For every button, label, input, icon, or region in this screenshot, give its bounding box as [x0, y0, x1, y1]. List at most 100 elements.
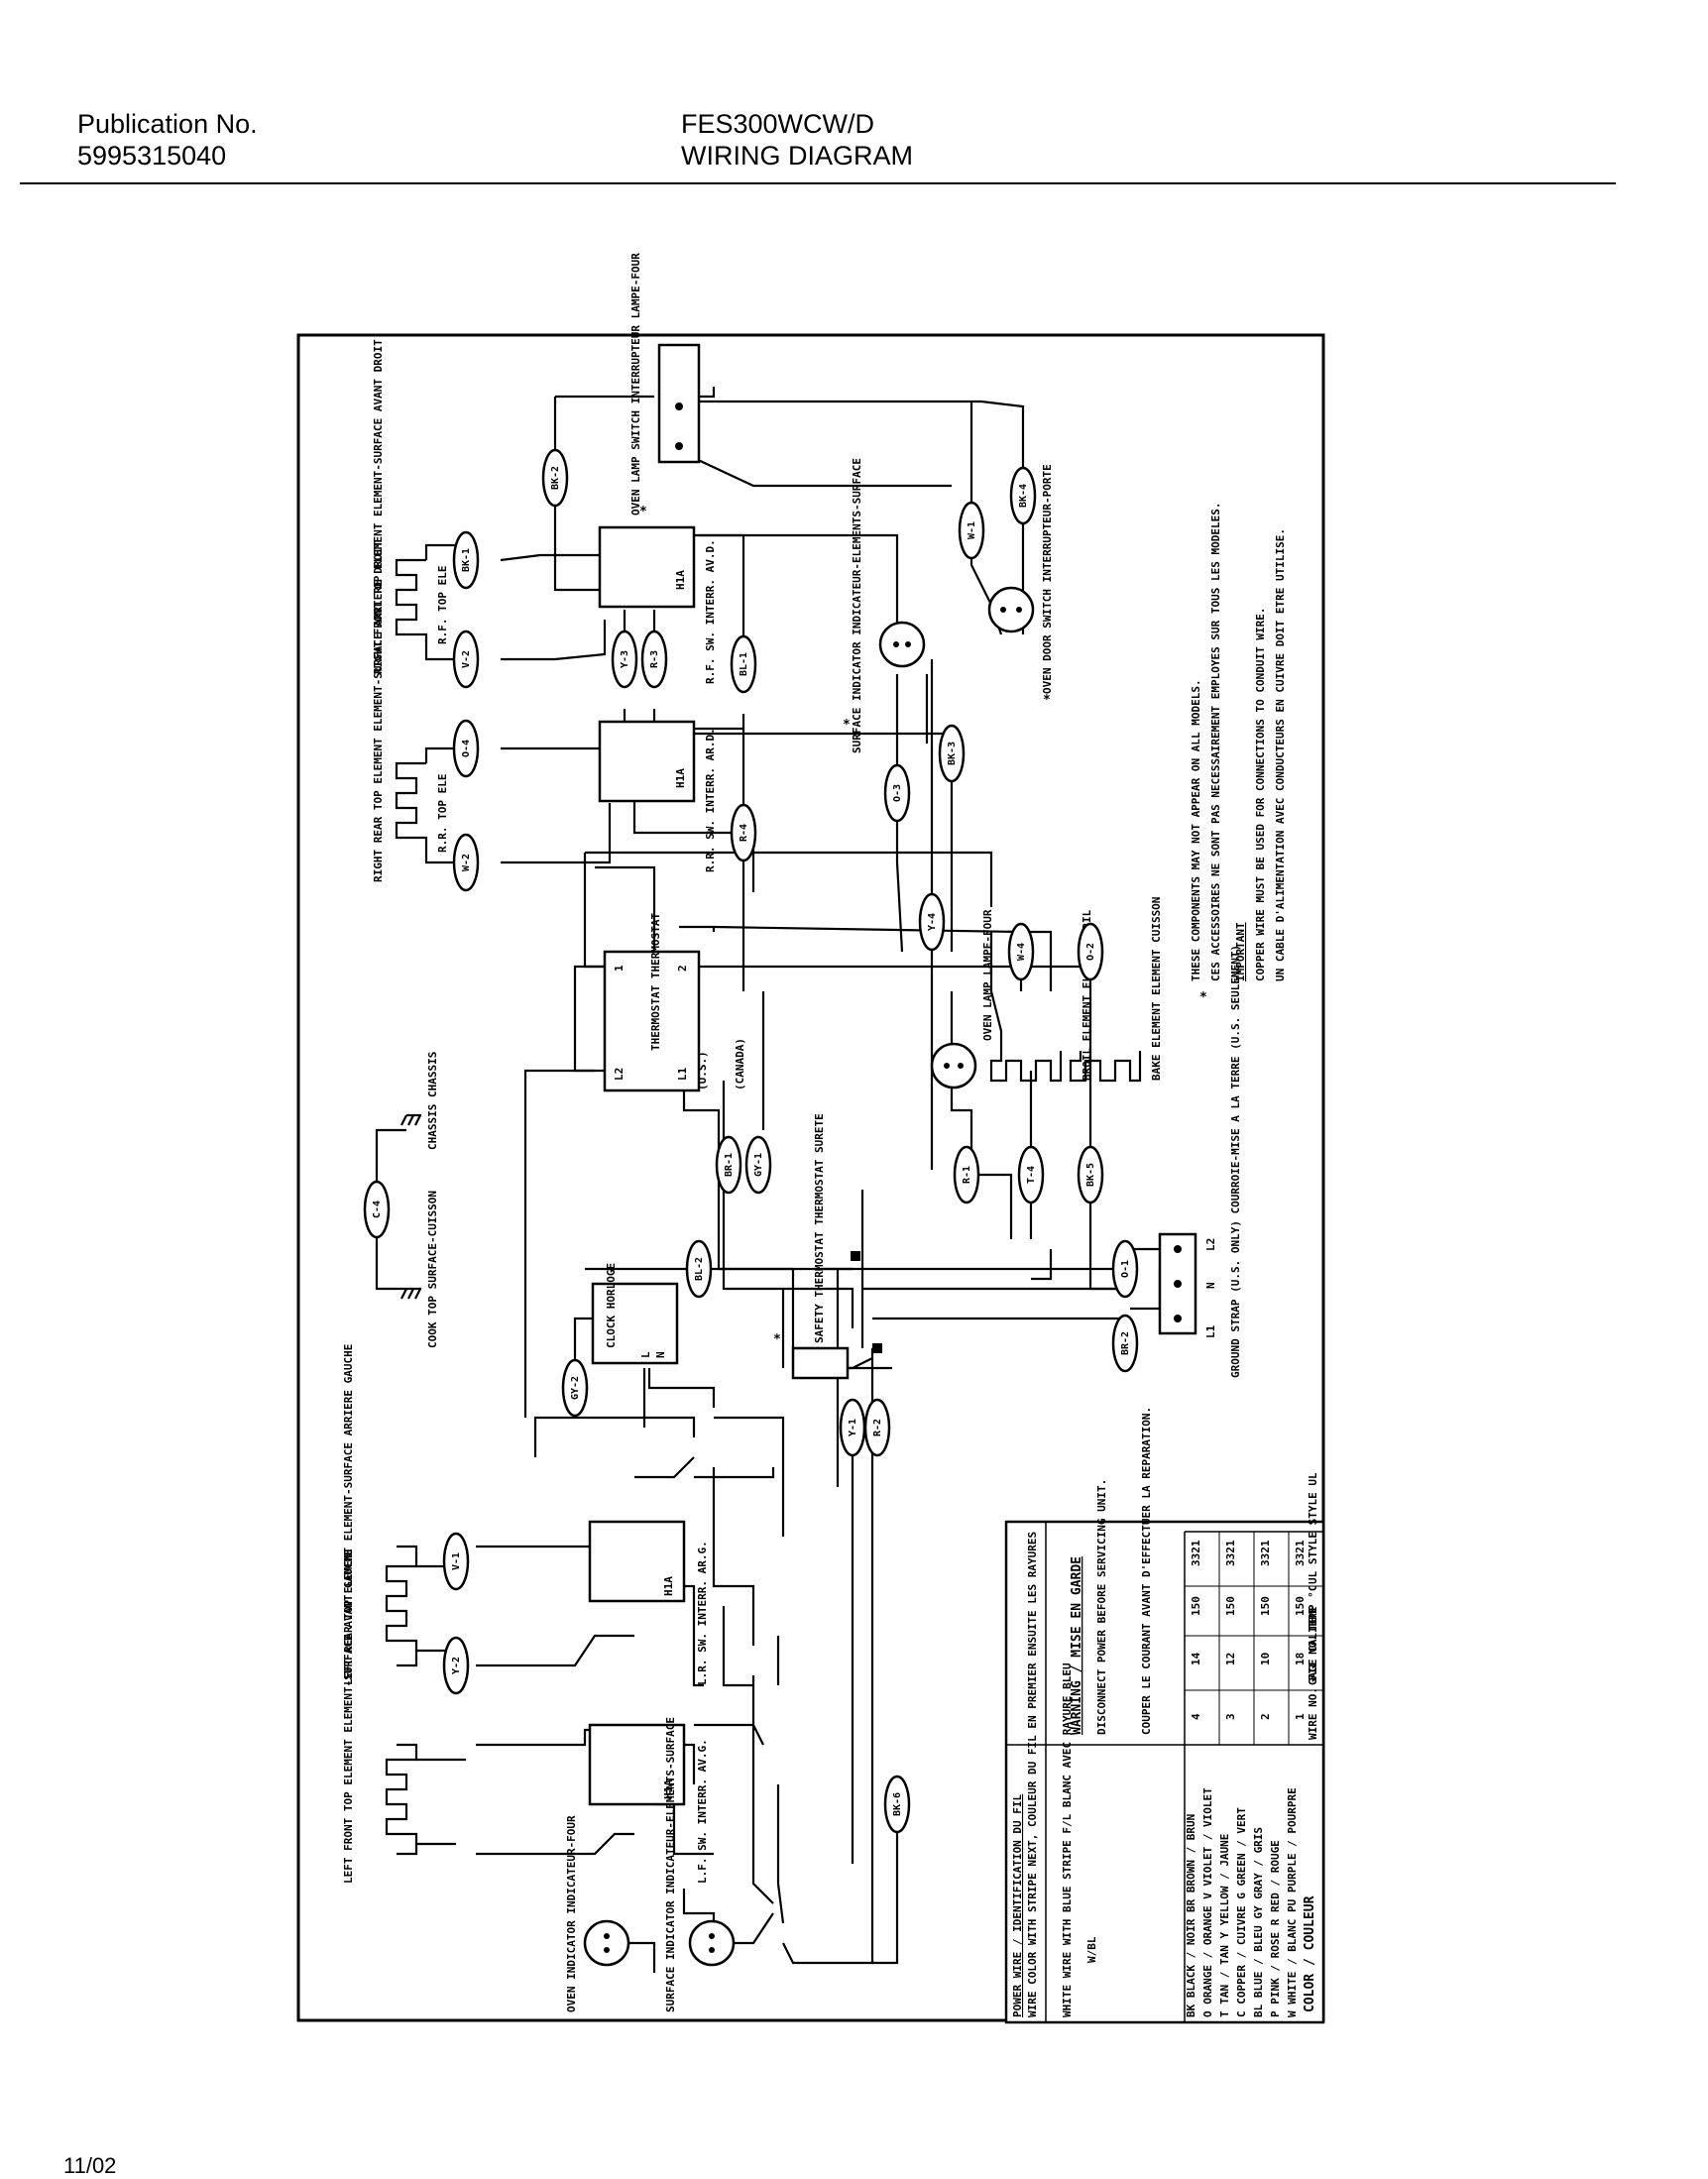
- header-rule: [20, 182, 1616, 184]
- connector-o-4: O-4: [452, 719, 480, 778]
- connector-r-4: R-4: [730, 803, 757, 862]
- ground-strap-label: GROUND STRAP (U.S. ONLY) COURROIE-MISE A…: [1229, 945, 1242, 1378]
- connector-bk-3: BK-3: [938, 724, 966, 783]
- oven-lamp: [930, 1042, 977, 1090]
- connector-v-2: V-2: [452, 630, 480, 689]
- legend-box: POWER WIRE / IDENTIFICATION DU FIL WIRE …: [1004, 1407, 1325, 2024]
- chassis-label: CHASSIS CHASSIS: [426, 1052, 439, 1150]
- oven-lamp-pin: [958, 1063, 964, 1069]
- asterisk-marker: *: [639, 505, 647, 519]
- gauge-row-wire: 1: [1294, 1713, 1307, 1720]
- connector-br-1: BR-1: [715, 1135, 742, 1195]
- surface-indicator-left-pin: [709, 1933, 715, 1939]
- connector-w-1: W-1: [958, 501, 985, 560]
- page-number: 11/02: [63, 2153, 117, 2178]
- connector-y-1: Y-1: [839, 1398, 866, 1457]
- broil-element-coil: [989, 1051, 1063, 1083]
- rf-switch-h1a: H1A: [674, 570, 687, 590]
- connector-t-4: T-4: [1017, 1145, 1045, 1204]
- lr-element-coil: [385, 1564, 418, 1651]
- note-important: IMPORTANT: [1234, 922, 1247, 981]
- svg-text:Y-2: Y-2: [451, 1657, 462, 1674]
- gauge-row-temp: 150: [1224, 1596, 1237, 1616]
- svg-text:O-2: O-2: [1085, 943, 1096, 961]
- connector-bl-2: BL-2: [685, 1239, 713, 1299]
- rf-switch-block: [598, 525, 696, 609]
- rf-element-label: RIGHT FRONT TOP ELEMENT ELEMENT-SURFACE …: [372, 339, 385, 674]
- rr-top-label: R.R. TOP ELE: [436, 774, 449, 853]
- connector-r-1: R-1: [953, 1145, 980, 1204]
- surface-indicator-right-pin: [905, 641, 911, 647]
- legend-color-row: BL BLUE / BLEU GY GRAY / GRIS: [1252, 1827, 1265, 2017]
- connector-o-3: O-3: [883, 763, 911, 823]
- chassis-ground-symbol: [400, 1113, 421, 1126]
- svg-text:W-4: W-4: [1016, 943, 1027, 961]
- oven-indicator-pin: [604, 1947, 610, 1953]
- svg-text:O-1: O-1: [1120, 1260, 1131, 1278]
- svg-text:GY-1: GY-1: [753, 1153, 764, 1177]
- clock-label: CLOCK HORLOGE: [605, 1263, 618, 1348]
- legend-color-label: COLOR / COULEUR: [1303, 1895, 1317, 2012]
- bake-element-coil: [1069, 1051, 1142, 1083]
- safety-thermostat-label: SAFETY THERMOSTAT THERMOSTAT SURETE: [813, 1113, 826, 1343]
- gauge-row-temp: 150: [1294, 1596, 1307, 1616]
- svg-text:BR-2: BR-2: [1120, 1331, 1131, 1355]
- connector-r-2: R-2: [863, 1398, 891, 1457]
- connector-o-1: O-1: [1111, 1239, 1139, 1299]
- oven-door-switch-label: OVEN DOOR SWITCH INTERRUPTEUR-PORTE: [1041, 464, 1054, 694]
- surface-indicator-left-pin: [709, 1947, 715, 1953]
- connector-o-2: O-2: [1077, 922, 1104, 981]
- connector-c-4: C-4: [363, 1180, 391, 1239]
- model-number: FES300WCW/D: [681, 109, 875, 139]
- thermostat-terminal-2: 2: [676, 965, 689, 972]
- svg-text:R-1: R-1: [962, 1166, 972, 1184]
- lf-element-coil: [385, 1758, 418, 1844]
- gauge-row-style: 3321: [1294, 1540, 1307, 1566]
- lf-switch-label: L.F. SW. INTERR. AV.G.: [696, 1739, 709, 1884]
- svg-text:W-1: W-1: [967, 521, 977, 539]
- oven-indicator: [583, 1919, 630, 1967]
- lr-element-label: LEFT REAR TOP ELEMENT ELEMENT-SURFACE AR…: [342, 1344, 355, 1685]
- legend-color-row: P PINK / ROSE R RED / ROUGE: [1269, 1840, 1282, 2017]
- connector-bk-5: BK-5: [1077, 1145, 1104, 1204]
- legend-example: W/BL: [1085, 1936, 1098, 1963]
- thermostat-label: THERMOSTAT THERMOSTAT: [649, 913, 662, 1051]
- terminal-n-label: N: [1204, 1282, 1217, 1289]
- document-title: WIRING DIAGRAM: [681, 141, 913, 171]
- svg-text:Y-3: Y-3: [620, 650, 630, 668]
- svg-text:BR-1: BR-1: [724, 1153, 735, 1177]
- asterisk-marker: *: [843, 718, 851, 733]
- junction-node: [851, 1251, 860, 1261]
- surface-indicator-right-pin: [893, 641, 899, 647]
- oven-lamp-pin: [944, 1063, 950, 1069]
- connector-bl-1: BL-1: [730, 634, 757, 694]
- legend-color-row: W WHITE / BLANC PU PURPLE / POURPRE: [1286, 1787, 1299, 2017]
- svg-text:BL-2: BL-2: [694, 1257, 705, 1281]
- svg-text:R-4: R-4: [739, 824, 749, 842]
- gauge-row-wire: 2: [1259, 1713, 1272, 1720]
- legend-title: POWER WIRE / IDENTIFICATION DU FIL: [1011, 1793, 1024, 2017]
- note-line3: COPPER WIRE MUST BE USED FOR CONNECTIONS…: [1254, 608, 1267, 982]
- terminal-l1-label: L1: [1204, 1324, 1217, 1338]
- oven-lamp-switch-terminal: [675, 402, 683, 410]
- legend-color-row: C COPPER / CUIVRE G GREEN / VERT: [1235, 1807, 1248, 2017]
- svg-text:O-4: O-4: [461, 740, 472, 757]
- connector-r-3: R-3: [640, 630, 668, 689]
- asterisk-marker: *: [1043, 693, 1051, 708]
- diagram-frame: [296, 333, 1325, 2022]
- svg-text:Y-1: Y-1: [848, 1419, 858, 1436]
- gauge-row-wire: 4: [1190, 1713, 1202, 1720]
- note-line1: THESE COMPONENTS MAY NOT APPEAR ON ALL M…: [1190, 679, 1202, 981]
- connector-w-2: W-2: [452, 833, 480, 892]
- gauge-row-style: 3321: [1190, 1540, 1202, 1566]
- gauge-col-label: WIRE NO. FIL NO.: [1307, 1635, 1319, 1740]
- connector-bk-1: BK-1: [452, 530, 480, 590]
- note-line4: UN CABLE D'ALIMENTATION AVEC CONDUCTEURS…: [1274, 528, 1287, 981]
- svg-text:BK-3: BK-3: [947, 742, 958, 765]
- note-line2: CES ACCESSOIRES NE SONT PAS NECESSAIREME…: [1209, 503, 1222, 981]
- legend-desc2: WHITE WIRE WITH BLUE STRIPE F/L BLANC AV…: [1061, 1663, 1074, 2017]
- svg-text:BK-5: BK-5: [1085, 1163, 1096, 1187]
- connector-y-4: Y-4: [918, 892, 946, 952]
- oven-door-switch-pin: [1016, 607, 1022, 613]
- rr-switch-block: [598, 720, 696, 803]
